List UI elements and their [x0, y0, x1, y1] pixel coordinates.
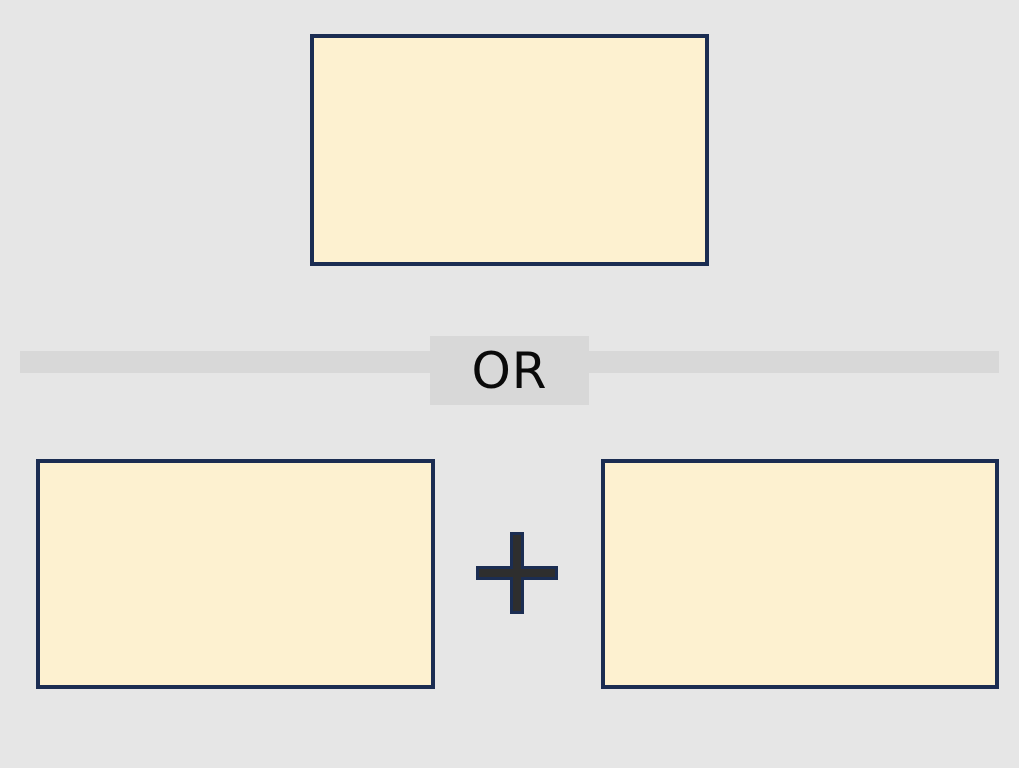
or-label-text: OR [471, 341, 548, 400]
top-box [310, 34, 709, 266]
plus-icon [476, 532, 558, 614]
bottom-right-box [601, 459, 999, 689]
bottom-left-box [36, 459, 435, 689]
or-label: OR [430, 336, 589, 405]
